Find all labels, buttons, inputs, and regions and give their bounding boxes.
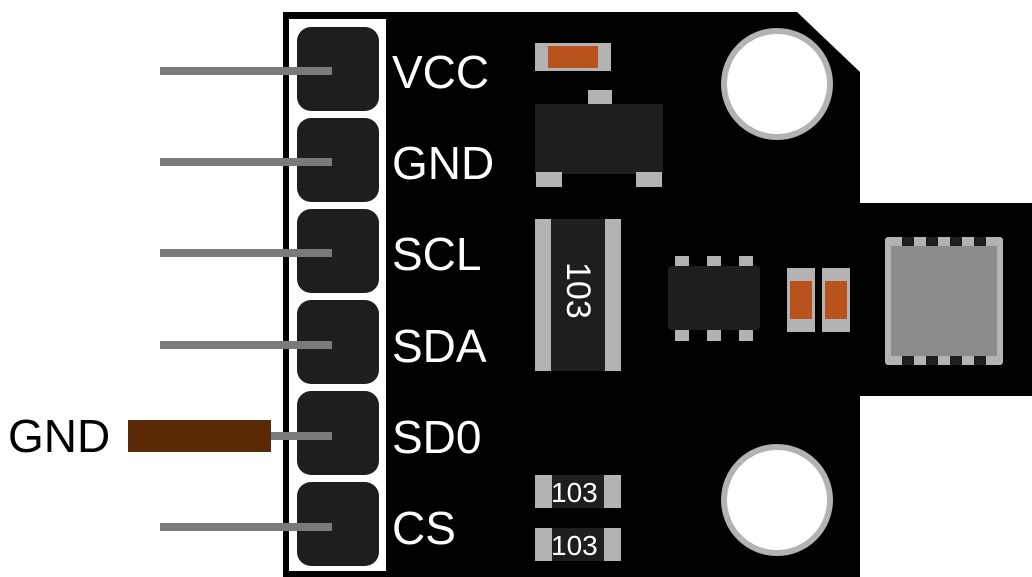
- header-pad: [297, 300, 379, 384]
- header-pad: [297, 209, 379, 293]
- pin-lead: [160, 523, 332, 531]
- pin-lead: [160, 158, 332, 166]
- header-pad: [297, 391, 379, 475]
- gnd-jumper-wire: [128, 420, 271, 452]
- header-pad: [297, 482, 379, 566]
- pcb-board: [283, 12, 1032, 577]
- smd-capacitor-top: [535, 43, 611, 71]
- sensor-package: [885, 237, 1003, 365]
- mounting-hole-top: [721, 28, 833, 140]
- pin-lead: [160, 67, 332, 75]
- header-pads: [297, 27, 379, 566]
- header-pad: [297, 27, 379, 111]
- pin-label-vcc: VCC: [392, 46, 489, 98]
- pin-lead: [160, 341, 332, 349]
- pin-label-gnd: GND: [392, 137, 494, 189]
- pin-labels: VCC GND SCL SDA SD0 CS: [392, 46, 494, 554]
- pin-label-sd0: SD0: [392, 411, 481, 463]
- pin-label-sda: SDA: [392, 320, 487, 372]
- mounting-hole-bottom: [721, 444, 833, 556]
- resistor-code: 103: [559, 262, 597, 319]
- resistor-103-large: 103: [535, 219, 621, 371]
- sot23-transistor: [535, 90, 663, 187]
- external-gnd-label: GND: [8, 410, 110, 462]
- pin-lead: [160, 249, 332, 257]
- header-pad: [297, 118, 379, 202]
- pin-label-scl: SCL: [392, 228, 481, 280]
- resistor-103-small: 103: [535, 475, 621, 508]
- pin-label-cs: CS: [392, 502, 456, 554]
- resistor-103-small: 103: [535, 528, 621, 561]
- resistor-code: 103: [551, 477, 598, 508]
- smd-capacitor-pair: [787, 268, 850, 332]
- resistor-code: 103: [551, 530, 598, 561]
- ic-chip: [668, 256, 760, 341]
